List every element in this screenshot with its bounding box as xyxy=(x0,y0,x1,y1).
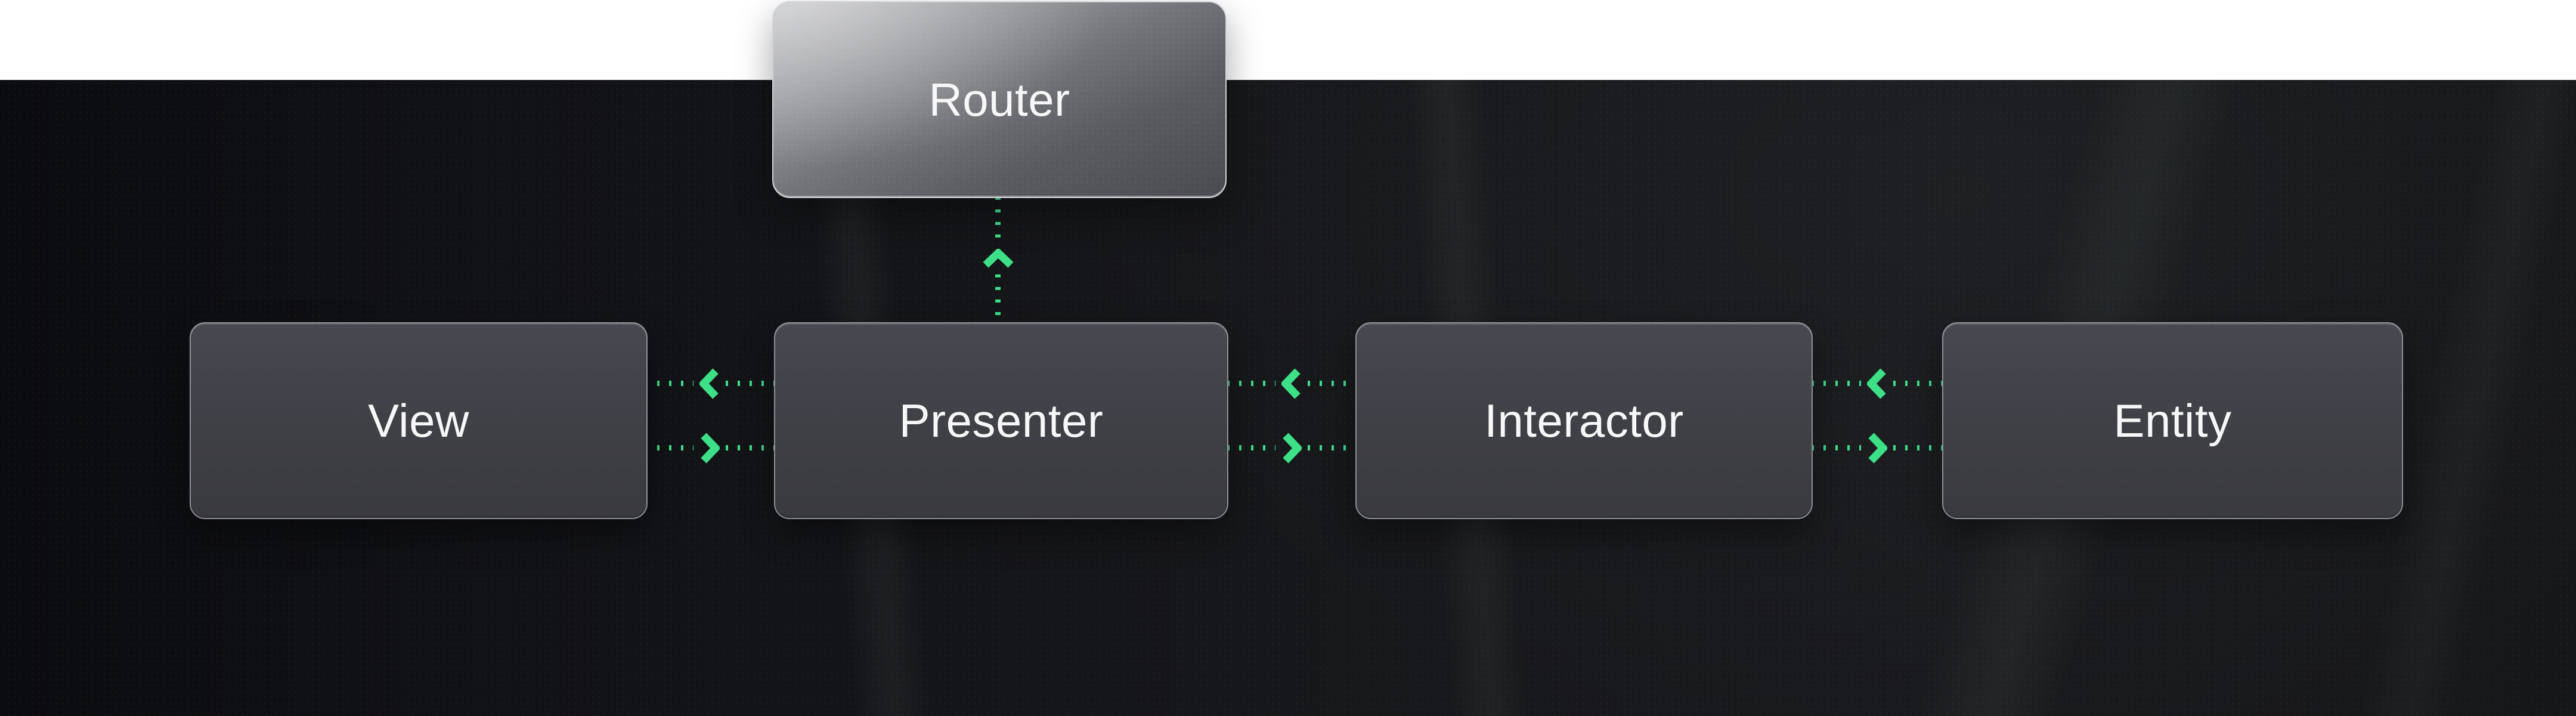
connector-interactor-entity xyxy=(1812,431,1942,465)
dotted-line xyxy=(1307,445,1355,450)
chevron-left-icon xyxy=(1281,368,1301,399)
dotted-line xyxy=(995,274,1001,321)
chevron-up-icon xyxy=(983,249,1014,268)
dotted-line xyxy=(1812,445,1861,450)
node-router: Router xyxy=(772,1,1227,198)
dotted-line xyxy=(995,197,1001,243)
connector-entity-interactor xyxy=(1812,366,1942,401)
node-entity: Entity xyxy=(1942,322,2403,519)
connector-view-presenter xyxy=(645,431,774,465)
dotted-line xyxy=(1227,381,1275,386)
node-view: View xyxy=(190,322,648,519)
node-label: Entity xyxy=(2113,394,2232,447)
connector-presenter-interactor xyxy=(1227,431,1355,465)
connector-presenter-router xyxy=(981,197,1015,321)
connector-presenter-view xyxy=(645,366,774,401)
node-label: Router xyxy=(928,73,1070,126)
node-label: Presenter xyxy=(899,394,1104,447)
chevron-right-icon xyxy=(1282,433,1302,464)
dotted-line xyxy=(645,381,693,386)
chevron-left-icon xyxy=(699,368,719,399)
node-label: Interactor xyxy=(1484,394,1684,447)
chevron-left-icon xyxy=(1866,368,1886,399)
chevron-right-icon xyxy=(1868,433,1887,464)
dotted-line xyxy=(1227,445,1275,450)
node-presenter: Presenter xyxy=(774,322,1228,519)
chevron-right-icon xyxy=(701,433,720,464)
dotted-line xyxy=(1307,381,1355,386)
dotted-line xyxy=(1893,381,1942,386)
dotted-line xyxy=(726,445,774,450)
dotted-line xyxy=(726,381,774,386)
dotted-line xyxy=(1812,381,1861,386)
dotted-line xyxy=(1893,445,1942,450)
node-interactor: Interactor xyxy=(1355,322,1813,519)
connector-interactor-presenter xyxy=(1227,366,1355,401)
top-white-band xyxy=(0,0,2576,80)
node-label: View xyxy=(368,394,469,447)
dotted-line xyxy=(645,445,693,450)
